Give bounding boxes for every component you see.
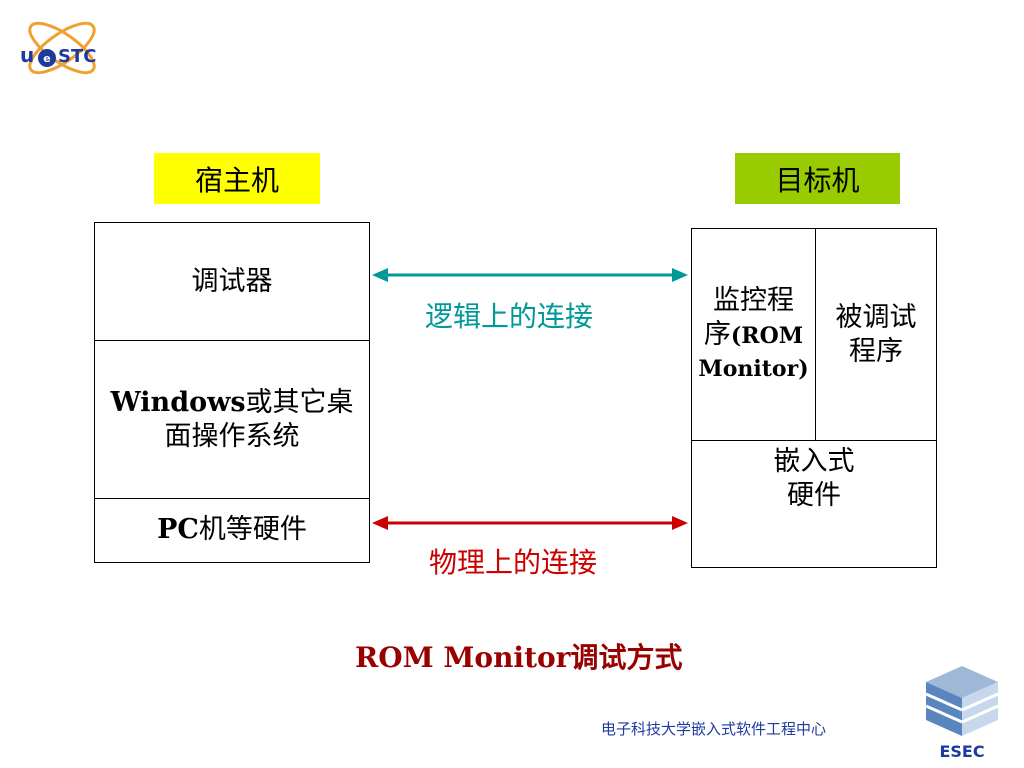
host-stack: 调试器 Windows或其它桌 面操作系统 PC机等硬件	[94, 222, 370, 563]
os-text-en: Windows	[110, 386, 246, 418]
target-machine-label: 目标机	[735, 153, 900, 204]
embedded-hardware-text-1: 嵌入式	[773, 446, 855, 477]
host-debugger-layer: 调试器	[95, 223, 369, 341]
host-os-layer: Windows或其它桌 面操作系统	[95, 341, 369, 499]
host-hardware-text-zh: 机等硬件	[198, 514, 307, 546]
svg-text:STC: STC	[58, 46, 96, 67]
debugged-program-text: 被调试 程序	[836, 301, 917, 369]
logical-connection-label: 逻辑上的连接	[425, 300, 594, 333]
uestc-logo: e u STC	[14, 12, 110, 84]
debugger-text: 调试器	[191, 265, 273, 297]
esec-logo-graphic: ESEC	[925, 666, 999, 761]
host-machine-label-text: 宿主机	[194, 163, 279, 197]
uestc-logo-graphic: e u STC	[20, 21, 96, 75]
physical-connection-arrow	[372, 516, 688, 530]
embedded-hardware-text: 嵌入式 硬件	[774, 445, 855, 513]
target-machine-label-text: 目标机	[775, 163, 860, 197]
os-text-zh-2: 面操作系统	[164, 420, 300, 452]
host-hardware-text-en: PC	[157, 514, 199, 546]
host-hardware-layer: PC机等硬件	[95, 499, 369, 561]
debugged-program-text-2: 程序	[849, 335, 903, 367]
esec-logo: ESEC	[920, 664, 1004, 762]
rom-monitor-text-3: Monitor)	[698, 356, 809, 383]
debugged-program-layer: 被调试 程序	[816, 229, 936, 441]
rom-monitor-text: 监控程 序(ROM Monitor)	[698, 284, 808, 385]
physical-connection-label: 物理上的连接	[429, 546, 598, 579]
svg-text:ESEC: ESEC	[939, 742, 984, 761]
rom-monitor-text-1: 监控程	[713, 284, 794, 316]
os-text-zh-1: 或其它桌	[245, 386, 354, 418]
host-hardware-text: PC机等硬件	[157, 513, 307, 547]
diagram-caption: ROM Monitor调试方式	[355, 636, 682, 676]
logical-connection-arrow	[372, 268, 688, 282]
footer-text: 电子科技大学嵌入式软件工程中心	[601, 720, 827, 738]
embedded-hardware-text-2: 硬件	[787, 479, 841, 511]
svg-text:u: u	[20, 43, 34, 67]
debugged-program-text-1: 被调试	[835, 301, 917, 333]
rom-monitor-layer: 监控程 序(ROM Monitor)	[692, 229, 816, 441]
os-text: Windows或其它桌 面操作系统	[110, 386, 353, 454]
caption-zh: 调试方式	[570, 641, 683, 674]
rom-monitor-text-2-zh: 序	[703, 318, 731, 350]
caption-en: ROM Monitor	[355, 641, 571, 674]
target-stack: 监控程 序(ROM Monitor) 被调试 程序 嵌入式 硬件	[691, 228, 937, 568]
rom-monitor-text-2-en: (ROM	[730, 322, 804, 349]
svg-text:e: e	[43, 52, 50, 65]
host-machine-label: 宿主机	[154, 153, 320, 204]
embedded-hardware-layer: 嵌入式 硬件	[692, 441, 936, 566]
